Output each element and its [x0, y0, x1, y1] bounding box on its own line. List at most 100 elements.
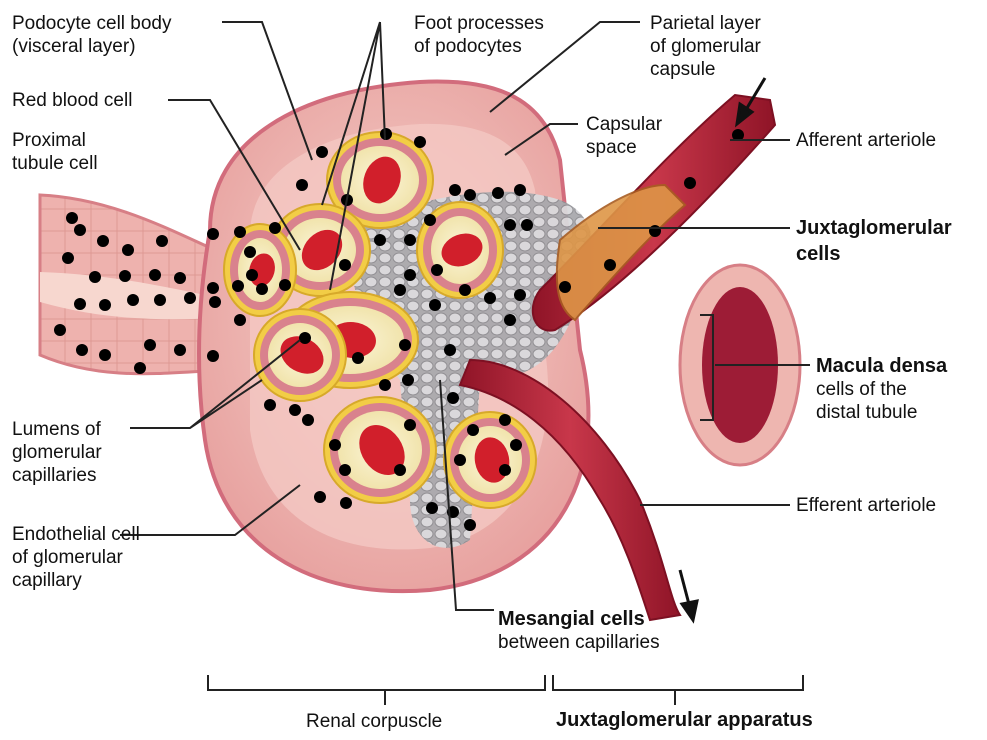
marker-dot: [510, 439, 522, 451]
marker-dot: [174, 272, 186, 284]
marker-dot: [74, 298, 86, 310]
marker-dot: [207, 350, 219, 362]
marker-dot: [499, 464, 511, 476]
marker-dot: [454, 454, 466, 466]
marker-dot: [649, 225, 661, 237]
marker-dot: [467, 424, 479, 436]
marker-dot: [394, 464, 406, 476]
marker-dot: [149, 269, 161, 281]
marker-dot: [127, 294, 139, 306]
marker-dot: [246, 269, 258, 281]
marker-dot: [74, 224, 86, 236]
marker-dot: [209, 296, 221, 308]
marker-dot: [62, 252, 74, 264]
marker-dot: [504, 314, 516, 326]
marker-dot: [234, 314, 246, 326]
marker-dot: [279, 279, 291, 291]
marker-dot: [339, 259, 351, 271]
label-lumens: Lumens ofglomerularcapillaries: [12, 418, 102, 487]
bracket-jga: [553, 675, 803, 705]
marker-dot: [119, 270, 131, 282]
efferent-arrow-head: [682, 601, 697, 620]
marker-dot: [492, 187, 504, 199]
capillary-loop: [324, 397, 436, 503]
marker-dot: [340, 497, 352, 509]
marker-dot: [144, 339, 156, 351]
marker-dot: [431, 264, 443, 276]
marker-dot: [429, 299, 441, 311]
marker-dot: [156, 235, 168, 247]
marker-dot: [207, 228, 219, 240]
capillary-loop: [254, 309, 346, 401]
marker-dot: [329, 439, 341, 451]
marker-dot: [184, 292, 196, 304]
marker-dot: [426, 502, 438, 514]
marker-dot: [394, 284, 406, 296]
mesangial-sub: between capillaries: [498, 631, 660, 654]
label-mesangial: Mesangial cells between capillaries: [498, 608, 660, 654]
marker-dot: [302, 414, 314, 426]
marker-dot: [269, 222, 281, 234]
marker-dot: [404, 269, 416, 281]
marker-dot: [499, 414, 511, 426]
marker-dot: [404, 419, 416, 431]
marker-dot: [299, 332, 311, 344]
marker-dot: [314, 491, 326, 503]
marker-dot: [484, 292, 496, 304]
marker-dot: [352, 352, 364, 364]
marker-dot: [447, 392, 459, 404]
marker-dot: [234, 226, 246, 238]
marker-dot: [54, 324, 66, 336]
label-renal-corpuscle: Renal corpuscle: [306, 710, 442, 733]
marker-dot: [99, 299, 111, 311]
marker-dot: [134, 362, 146, 374]
marker-dot: [296, 179, 308, 191]
label-red-blood-cell: Red blood cell: [12, 89, 132, 112]
label-juxtaglomerular-apparatus: Juxtaglomerular apparatus: [556, 709, 813, 732]
marker-dot: [402, 374, 414, 386]
marker-dot: [604, 259, 616, 271]
marker-dot: [559, 281, 571, 293]
marker-dot: [464, 189, 476, 201]
marker-dot: [122, 244, 134, 256]
marker-dot: [207, 282, 219, 294]
label-afferent-arteriole: Afferent arteriole: [796, 129, 936, 152]
marker-dot: [99, 349, 111, 361]
marker-dot: [514, 289, 526, 301]
juxtaglomerular-cells-shape: [557, 185, 685, 320]
label-podocyte-body: Podocyte cell body(visceral layer): [12, 12, 172, 58]
marker-dot: [380, 128, 392, 140]
marker-dot: [449, 184, 461, 196]
mesangial-title: Mesangial cells: [498, 608, 660, 631]
marker-dot: [464, 519, 476, 531]
marker-dot: [89, 271, 101, 283]
marker-dot: [374, 234, 386, 246]
marker-dot: [76, 344, 88, 356]
marker-dot: [97, 235, 109, 247]
marker-dot: [316, 146, 328, 158]
marker-dot: [289, 404, 301, 416]
marker-dot: [399, 339, 411, 351]
marker-dot: [521, 219, 533, 231]
marker-dot: [232, 280, 244, 292]
marker-dot: [424, 214, 436, 226]
macula-densa-title: Macula densa: [816, 355, 947, 378]
marker-dot: [154, 294, 166, 306]
marker-dot: [244, 246, 256, 258]
marker-dot: [504, 219, 516, 231]
marker-dot: [404, 234, 416, 246]
marker-dot: [174, 344, 186, 356]
marker-dot: [264, 399, 276, 411]
label-efferent-arteriole: Efferent arteriole: [796, 494, 936, 517]
marker-dot: [459, 284, 471, 296]
bracket-renal-corpuscle: [208, 675, 545, 705]
marker-dot: [339, 464, 351, 476]
marker-dot: [514, 184, 526, 196]
